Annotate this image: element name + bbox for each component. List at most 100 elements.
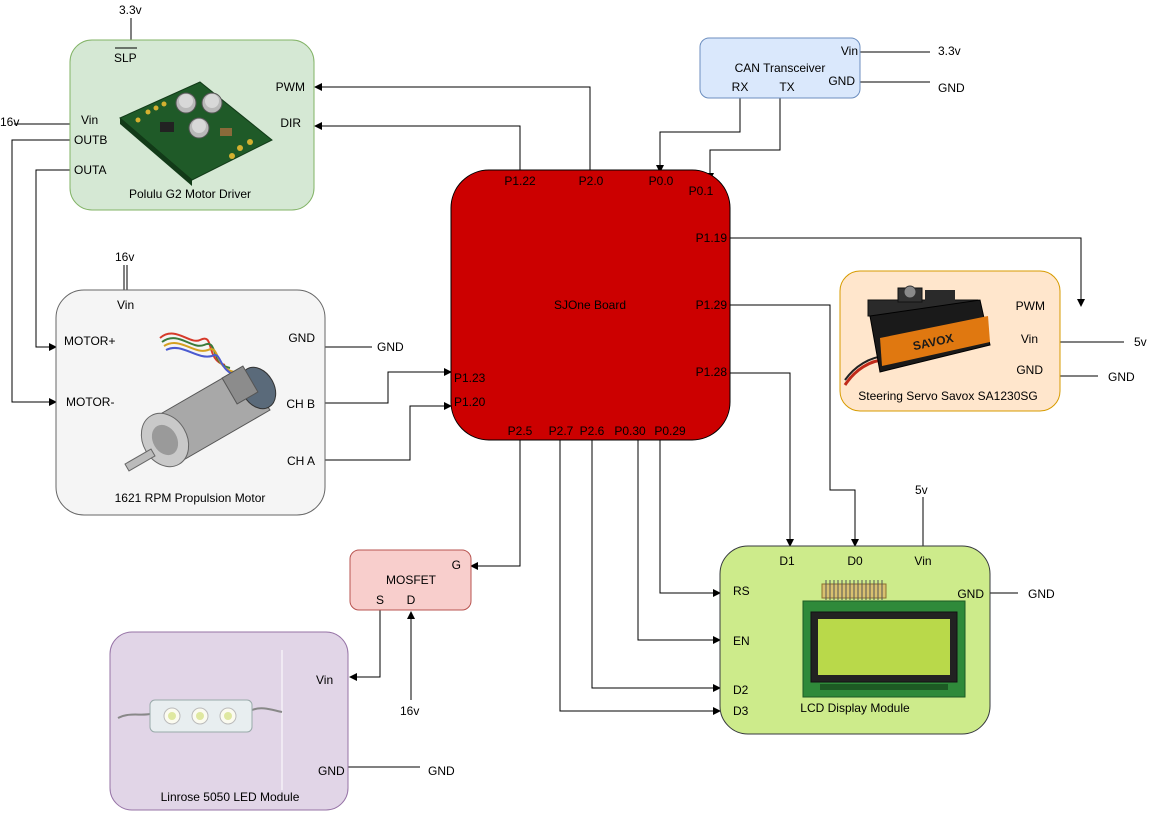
can-vin-net: 3.3v [938,44,961,58]
wire-cha-p1-20 [325,402,452,461]
wire-p2-6-d2 [591,438,721,692]
lcd-vin-net: 5v [915,483,928,497]
pin-p2-5: P2.5 [508,424,533,438]
propulsion-motor: 16v Vin MOTOR+ MOTOR- GND CH B CH A GND … [55,250,404,516]
mosfet-pin-d: D [407,593,416,607]
motor-pin-plus: MOTOR+ [64,334,115,348]
pin-p1-28: P1.28 [696,365,728,379]
can-title: CAN Transceiver [735,61,826,75]
driver-pin-outb: OUTB [74,133,107,147]
driver-pin-slp: SLP [114,51,137,65]
wire-outa-motor-plus [35,169,70,351]
lcd-pin-d0: D0 [847,554,863,568]
motor-pin-minus: MOTOR- [66,395,114,409]
driver-pin-vin: Vin [81,113,98,127]
wire-p1-19-servo-pwm [730,237,1085,307]
mosfet-pin-g: G [452,558,461,572]
lcd-pin-rs: RS [733,584,750,598]
pin-p2-7: P2.7 [549,424,574,438]
pin-p1-20: P1.20 [454,395,486,409]
motor-vin-net: 16v [115,250,134,264]
can-pin-vin: Vin [841,44,858,58]
driver-vin-net: 16v [0,115,19,129]
pin-p1-22: P1.22 [504,174,536,188]
led-module-image [117,699,283,733]
driver-pin-outa: OUTA [74,163,106,177]
sjone-board: SJOne Board P1.22 P2.0 P0.0 P0.1 P1.19 P… [450,169,731,441]
servo-title: Steering Servo Savox SA1230SG [858,389,1037,403]
steering-servo: PWM Vin GND 5v GND Steering Servo Savox … [839,270,1147,412]
lcd-pin-d3: D3 [733,704,749,718]
lcd-pin-gnd: GND [957,587,984,601]
can-body [699,37,861,99]
pin-p0-0: P0.0 [649,174,674,188]
pin-p0-30: P0.30 [614,424,646,438]
wire-rx-p0-0 [656,98,741,173]
pin-p0-1: P0.1 [689,184,714,198]
servo-image: SAVOX [843,285,991,386]
motor-title: 1621 RPM Propulsion Motor [115,491,266,505]
pin-p2-6: P2.6 [580,424,605,438]
mosfet-pin-s: S [376,593,384,607]
lcd-pin-d1: D1 [779,554,795,568]
servo-pin-gnd: GND [1016,363,1043,377]
motor-driver-board-image [119,81,273,186]
board-body [450,169,731,441]
can-transceiver: CAN Transceiver RX TX Vin GND 3.3v GND [699,37,965,99]
motor-pin-cha: CH A [287,454,315,468]
wires [11,18,1124,768]
driver-pin-dir: DIR [280,116,301,130]
servo-pin-vin: Vin [1021,332,1038,346]
wire-p2-7-d3 [559,438,721,715]
servo-vin-net: 5v [1134,335,1147,349]
motor-pin-gnd: GND [288,331,315,345]
can-pin-tx: TX [779,80,794,94]
mosfet-d-net: 16v [400,704,419,718]
wire-p2-0-pwm [314,83,591,172]
wire-p2-5-gate [470,440,521,570]
mosfet-body [349,549,472,611]
wire-p1-22-dir [314,122,521,172]
lcd-title: LCD Display Module [800,701,910,715]
lcd-pin-d2: D2 [733,683,749,697]
wire-p0-30-en [637,438,721,644]
led-title: Linrose 5050 LED Module [161,790,300,804]
gear-motor-image [124,332,277,472]
board-title: SJOne Board [554,298,626,312]
driver-pin-pwm: PWM [276,80,305,94]
motor-pin-chb: CH B [286,397,315,411]
led-gnd-net: GND [428,764,455,778]
wire-p1-29-d0 [730,304,859,547]
wire-outb-motor-minus [11,139,70,406]
servo-gnd-net: GND [1108,370,1135,384]
can-pin-rx: RX [732,80,749,94]
lcd-module: D1 D0 Vin GND RS EN D2 D3 5v GND LCD Dis… [719,483,1055,735]
mosfet: MOSFET G S D 16v [349,549,472,718]
driver-slp-net: 3.3v [119,3,142,17]
motor-gnd-net: GND [377,340,404,354]
wire-p1-28-d1 [730,372,794,547]
led-module: Vin GND GND Linrose 5050 LED Module [109,631,455,811]
servo-pin-pwm: PWM [1016,299,1045,313]
can-gnd-net: GND [938,81,965,95]
lcd-pin-vin: Vin [914,554,931,568]
can-pin-gnd: GND [828,74,855,88]
lcd-display-image [802,580,966,698]
pin-p1-29: P1.29 [696,298,728,312]
wire-source-led-vin [349,610,381,681]
pin-p2-0: P2.0 [579,174,604,188]
pin-p0-29: P0.29 [654,424,686,438]
led-pin-vin: Vin [316,673,333,687]
driver-title: Polulu G2 Motor Driver [129,187,251,201]
wire-p0-29-rs [659,438,721,597]
led-pin-gnd: GND [318,764,345,778]
pin-p1-19: P1.19 [696,231,728,245]
lcd-pin-en: EN [733,634,750,648]
wire-chb-p1-23 [325,368,452,404]
lcd-gnd-net: GND [1028,587,1055,601]
wire-tx-p0-1 [706,98,781,181]
motor-driver: 3.3v SLP PWM DIR Vin OUTB OUTA 16v Polul… [0,3,315,211]
mosfet-title: MOSFET [386,573,437,587]
pin-p1-23: P1.23 [454,371,486,385]
